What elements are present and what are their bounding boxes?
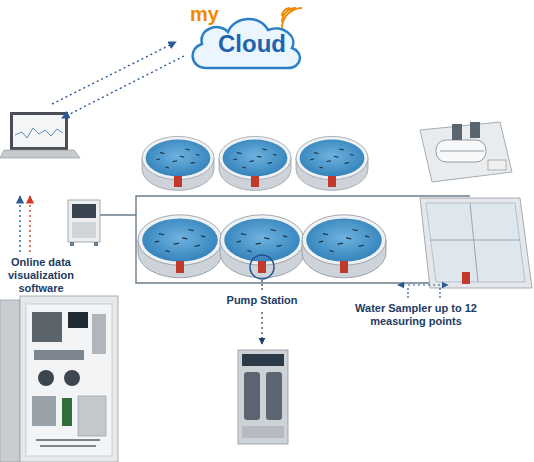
pipe — [136, 215, 440, 283]
leader-line — [439, 288, 440, 300]
fish-tank — [220, 215, 304, 278]
monitoring-cabinet — [0, 296, 118, 462]
pump-device — [238, 350, 288, 444]
fish-tank — [219, 136, 291, 190]
cloud-logo: myCloud — [186, 2, 306, 74]
leader-line — [407, 288, 408, 300]
data-arrow — [52, 42, 176, 104]
callout-label: Water Sampler up to 12 measuring points — [346, 302, 486, 328]
sampler-arrow — [398, 284, 448, 285]
data-arrow — [29, 196, 30, 252]
leader-arrow — [261, 312, 262, 344]
fish-tank — [142, 136, 214, 190]
callout-label: Online data visualization software — [0, 256, 82, 296]
pipe — [100, 196, 470, 215]
fish-tank — [302, 215, 386, 278]
leader-line — [261, 280, 262, 291]
pump-station — [174, 176, 182, 187]
pump-station — [328, 176, 336, 187]
fish-tank — [296, 136, 368, 190]
cloud-outline — [193, 19, 300, 68]
pump-station — [176, 261, 184, 273]
data-arrow — [19, 196, 20, 252]
data-arrow — [62, 56, 184, 118]
drum-filter — [420, 122, 512, 182]
analyzer-cabinet — [68, 200, 100, 246]
logo-text: Cloud — [218, 32, 286, 56]
callout-label: Pump Station — [212, 294, 312, 307]
fish-tank — [138, 215, 222, 278]
pump-station — [340, 261, 348, 273]
rectangular-tank — [420, 198, 532, 288]
pump-station — [251, 176, 259, 187]
highlight-circle — [250, 255, 274, 279]
wifi-symbol — [282, 8, 302, 28]
laptop — [0, 112, 80, 158]
pump-station — [258, 261, 266, 273]
logo-text: my — [190, 4, 219, 24]
